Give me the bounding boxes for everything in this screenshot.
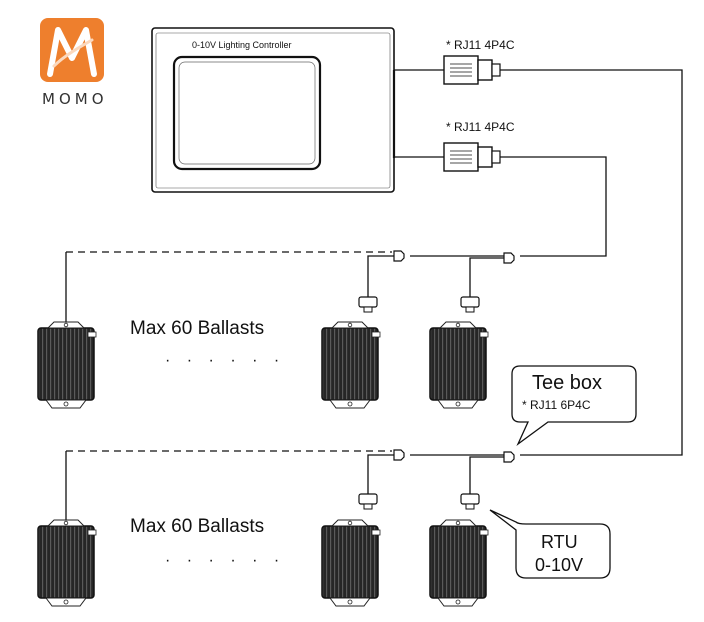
controller-bezel xyxy=(155,32,391,189)
logo-m-glyph xyxy=(47,27,97,77)
rtu-subtitle: 0-10V xyxy=(535,555,584,575)
tee-box-callout xyxy=(511,365,637,446)
logo-swoosh xyxy=(52,38,94,68)
upper-bus xyxy=(65,251,504,322)
ballast-plug xyxy=(460,493,480,510)
ballast-unit xyxy=(321,519,381,607)
tee-box-subtitle: * RJ11 6P4C xyxy=(522,398,591,412)
momo-logo xyxy=(40,18,104,82)
ballast-ellipsis-bottom: · · · · · · xyxy=(165,552,286,569)
ballast-unit xyxy=(37,321,97,409)
controller-title: 0-10V Lighting Controller xyxy=(192,40,292,50)
ballast-unit xyxy=(429,519,489,607)
rtu-callout xyxy=(489,509,611,579)
ballast-unit xyxy=(429,321,489,409)
bus-cables xyxy=(500,69,683,456)
controller-cables xyxy=(394,69,444,158)
lighting-controller xyxy=(151,27,396,193)
ballast-unit xyxy=(321,321,381,409)
connector-label-top: * RJ11 4P4C xyxy=(446,38,515,52)
tee-connector xyxy=(393,449,405,461)
tee-box-title: Tee box xyxy=(532,372,603,394)
rtu-title: RTU xyxy=(541,532,578,552)
ballast-group-label-bottom: Max 60 Ballasts xyxy=(130,516,265,537)
tee-connector xyxy=(503,252,515,264)
tee-connector xyxy=(393,250,405,262)
ballast-ellipsis-top: · · · · · · xyxy=(165,352,286,369)
controller-screen xyxy=(172,55,322,171)
rj11-connector-middle xyxy=(443,142,501,172)
tee-connector xyxy=(503,451,515,463)
lower-bus xyxy=(65,450,504,522)
ballast-plug xyxy=(460,296,480,313)
logo-wordmark: MOMO xyxy=(42,90,108,108)
ballast-group-label-top: Max 60 Ballasts xyxy=(130,318,265,339)
controller-screen-inner xyxy=(178,61,316,165)
connector-label-middle: * RJ11 4P4C xyxy=(446,120,515,134)
ballast-plug xyxy=(358,296,378,313)
ballast-unit xyxy=(37,519,97,607)
ballast-plug xyxy=(358,493,378,510)
rj11-connector-top xyxy=(443,55,501,85)
